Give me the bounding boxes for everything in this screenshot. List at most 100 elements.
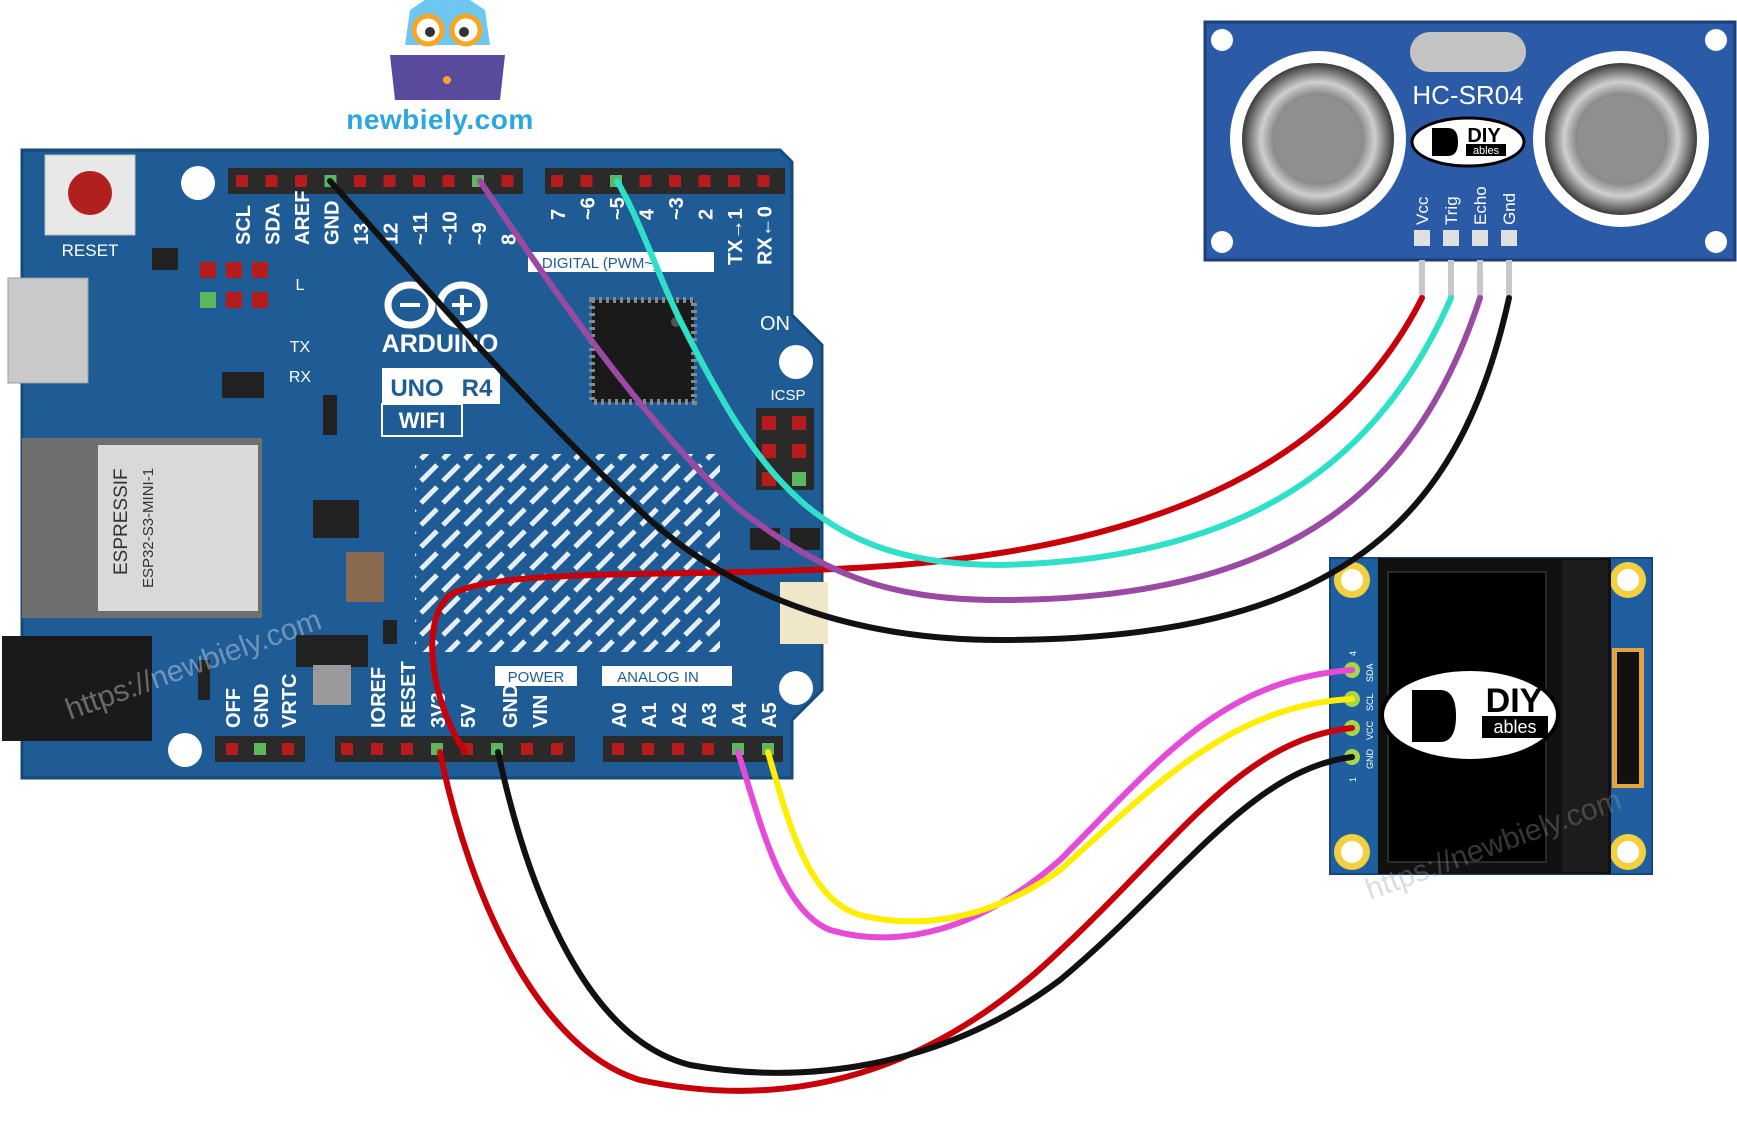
model-badge	[382, 368, 500, 404]
arduino-name: ARDUINO	[382, 330, 499, 358]
power-jack	[2, 636, 152, 741]
pin-label: VIN	[530, 695, 552, 728]
header-pin	[551, 743, 563, 755]
pin-label: SDA	[263, 203, 285, 245]
pin-label: GND	[500, 684, 522, 728]
pin-label: IOREF	[368, 667, 390, 728]
pin-label: A0	[609, 702, 631, 728]
wire-trig-d5	[614, 178, 1454, 569]
small-components	[152, 248, 820, 700]
oled-logo: DIY ables	[1380, 667, 1560, 763]
svg-text:ables: ables	[1473, 145, 1500, 157]
sensor-pin-pad	[1472, 230, 1488, 246]
header-pin	[226, 743, 238, 755]
oled-index-top: 4	[1348, 651, 1358, 656]
mount-hole	[181, 166, 215, 200]
reset-button[interactable]	[44, 154, 136, 236]
pin-label: A5	[759, 702, 781, 728]
pin-label: GND	[322, 201, 344, 245]
sensor-pin-leg	[1477, 260, 1483, 298]
svg-text:DIY: DIY	[1486, 682, 1543, 720]
icsp-header	[756, 408, 814, 490]
model-label: UNO	[390, 375, 443, 402]
crystal	[346, 552, 384, 602]
header-pin	[236, 175, 248, 187]
pin-label: 8	[499, 234, 521, 245]
led-label-l: L	[296, 277, 305, 294]
svg-text:ables: ables	[1493, 717, 1536, 737]
pin-label: AREF	[292, 191, 314, 245]
pin-label: ~10	[440, 211, 462, 245]
wire-gnd-gnd	[327, 178, 1512, 644]
power-label: POWER	[508, 669, 565, 686]
sensor-pin-leg	[1506, 260, 1512, 298]
pin-label: OFF	[223, 688, 245, 728]
variant-label: WIFI	[399, 408, 445, 433]
wire-sda-a4	[735, 667, 1355, 941]
oled-pin-label: SDA	[1365, 663, 1375, 682]
pin-label: 5V	[458, 703, 480, 728]
svg-text:DIY: DIY	[1467, 125, 1501, 147]
brand-site: newbiely.com	[346, 104, 534, 135]
crystal-oscillator	[1410, 32, 1526, 72]
pin-label: TX→1	[725, 208, 747, 265]
wire-vcc-3v3	[437, 725, 1355, 1094]
sensor-pin-leg	[1419, 260, 1425, 298]
header-pin	[580, 175, 593, 187]
header-pin	[413, 175, 425, 187]
led-label-rx: RX	[289, 369, 312, 386]
usb-port	[7, 277, 89, 384]
voltage-regulator	[313, 665, 351, 705]
pin-label: 4	[637, 208, 659, 220]
wire-vcc-5v	[429, 295, 1425, 755]
revision-label: R4	[462, 375, 493, 402]
newbiely-logo: newbiely.com	[330, 0, 550, 150]
pin-label: 2	[696, 209, 718, 220]
on-label: ON	[760, 313, 790, 335]
header-pin	[551, 175, 563, 187]
owl-laptop-icon	[390, 0, 505, 100]
wire-scl-a5	[765, 696, 1355, 925]
pin-label: RX←0	[755, 206, 777, 265]
header-pin	[612, 743, 624, 755]
analog-label: ANALOG IN	[617, 669, 699, 686]
sensor-pin-leg	[1448, 260, 1454, 298]
header-pin	[757, 175, 770, 187]
header-pin	[442, 175, 455, 187]
mount-hole	[168, 733, 202, 767]
pin-label: RESET	[398, 661, 420, 728]
header-pin	[354, 175, 366, 187]
oled-pin-label: VCC	[1365, 720, 1375, 740]
pin-label: GND	[251, 684, 273, 728]
sensor-pin-label: Gnd	[1500, 193, 1519, 225]
diyables-logo: DIY ables	[1410, 116, 1526, 168]
module-name: ESP32-S3-MINI-1	[140, 468, 157, 588]
arduino-board: RESET ESPRESSIF ESP32-S3-MINI-1	[2, 148, 828, 780]
sensor-pin-pad	[1443, 230, 1459, 246]
digital-label: DIGITAL (PWM~)	[542, 255, 658, 272]
pin-label: ~3	[666, 197, 688, 220]
oled-index-bottom: 1	[1348, 777, 1358, 782]
sensor-pin-label: Echo	[1471, 186, 1490, 225]
header-pin	[341, 743, 353, 755]
sensor-pin-label: Vcc	[1413, 196, 1432, 225]
header-pin	[282, 743, 294, 755]
header-pin	[501, 175, 514, 187]
pin-label: A3	[699, 702, 721, 728]
sensor-pin-pad	[1501, 230, 1517, 246]
led-pads	[200, 262, 268, 308]
header-pin	[295, 175, 307, 187]
header-analog	[603, 736, 783, 762]
pin-label: 7	[548, 209, 570, 220]
pin-label: ~6	[578, 197, 600, 220]
header-pin	[401, 743, 413, 755]
pin-label: A2	[669, 702, 691, 728]
sensor-pin-pad	[1414, 230, 1430, 246]
esp32-module: ESPRESSIF ESP32-S3-MINI-1	[22, 438, 262, 618]
header-pin	[669, 175, 681, 187]
wires	[327, 178, 1512, 1094]
wire-echo-d9	[477, 178, 1483, 604]
